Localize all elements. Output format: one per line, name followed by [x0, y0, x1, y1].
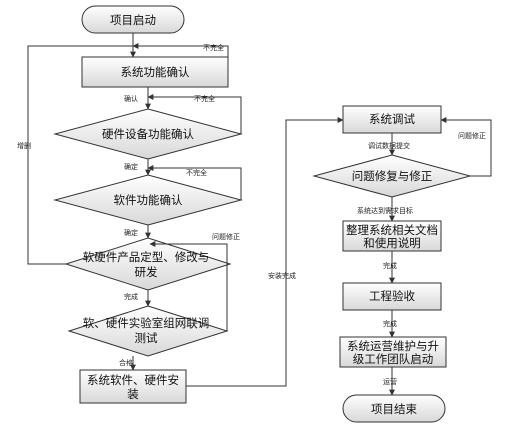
edge-label-incomplete-1: 不完全	[203, 43, 224, 52]
edge-label-incomplete-3: 不完全	[186, 168, 207, 177]
system-debug-label: 系统调试	[369, 112, 415, 126]
edge-issue-fix-loop-right	[440, 117, 492, 177]
edge-label-confirm-2: 确定	[124, 162, 138, 171]
software-confirm-label: 软件功能确认	[114, 193, 183, 207]
development-decision	[64, 237, 232, 291]
edge-label-confirm-3: 确定	[124, 228, 138, 237]
edge-confirm-incomplete-loop	[132, 43, 229, 72]
lab-test-label-line2: 测试	[135, 331, 158, 345]
fix-label: 问题修复与修正	[352, 169, 433, 183]
edge-label-done-3: 完成	[383, 319, 397, 328]
edge-label-done-1: 完成	[124, 292, 138, 301]
end-label: 项目结束	[371, 402, 417, 416]
acceptance-label: 工程验收	[369, 289, 415, 303]
edge-label-incomplete-2: 不完全	[194, 94, 215, 103]
operations-label-line1: 系统运营维护与升	[347, 339, 439, 353]
install-label-line2: 装	[127, 387, 139, 401]
install-label-line1: 系统软件、硬件安	[87, 373, 179, 387]
docs-label-line1: 整理系统相关文档	[346, 223, 438, 237]
install-box	[79, 369, 187, 404]
edge-issue-fix-loop-left	[149, 241, 228, 331]
edge-label-pass: 合格	[119, 358, 133, 367]
hardware-confirm-label: 硬件设备功能确认	[102, 127, 194, 141]
operations-label-line2: 级工作团队启动	[353, 352, 434, 366]
start-label: 项目启动	[110, 13, 156, 27]
edge-label-meets-goal: 系统达到需求目标	[357, 206, 413, 215]
edge-label-issue-fix-2: 问题修正	[458, 131, 486, 140]
edge-add-remove-loop	[27, 45, 133, 265]
operations-box	[339, 336, 447, 368]
edge-install-to-debug	[186, 117, 344, 387]
edge-label-add-remove: 增删	[17, 141, 31, 150]
confirm-system-label: 系统功能确认	[121, 65, 190, 79]
lab-test-label-line1: 软、硬件实验室组网联调	[83, 316, 210, 330]
edge-label-done-2: 完成	[383, 261, 397, 270]
edge-hardware-incomplete-loop	[147, 94, 242, 134]
development-label-line1: 软硬件产品定型、修改与	[83, 250, 210, 264]
edge-software-incomplete-loop	[147, 165, 242, 200]
edge-label-operate: 运营	[383, 377, 397, 386]
edge-label-confirm-1: 确认	[124, 94, 138, 103]
confirm-system-box	[81, 56, 229, 88]
edge-label-issue-fix-1: 问题修正	[212, 232, 240, 241]
lab-test-decision	[67, 305, 229, 357]
docs-label-line2: 和使用说明	[363, 236, 421, 250]
edge-label-debug-submit: 调试数据提交	[368, 141, 410, 150]
edge-label-install-done: 安装完成	[268, 271, 296, 280]
development-label-line2: 研发	[135, 265, 158, 279]
